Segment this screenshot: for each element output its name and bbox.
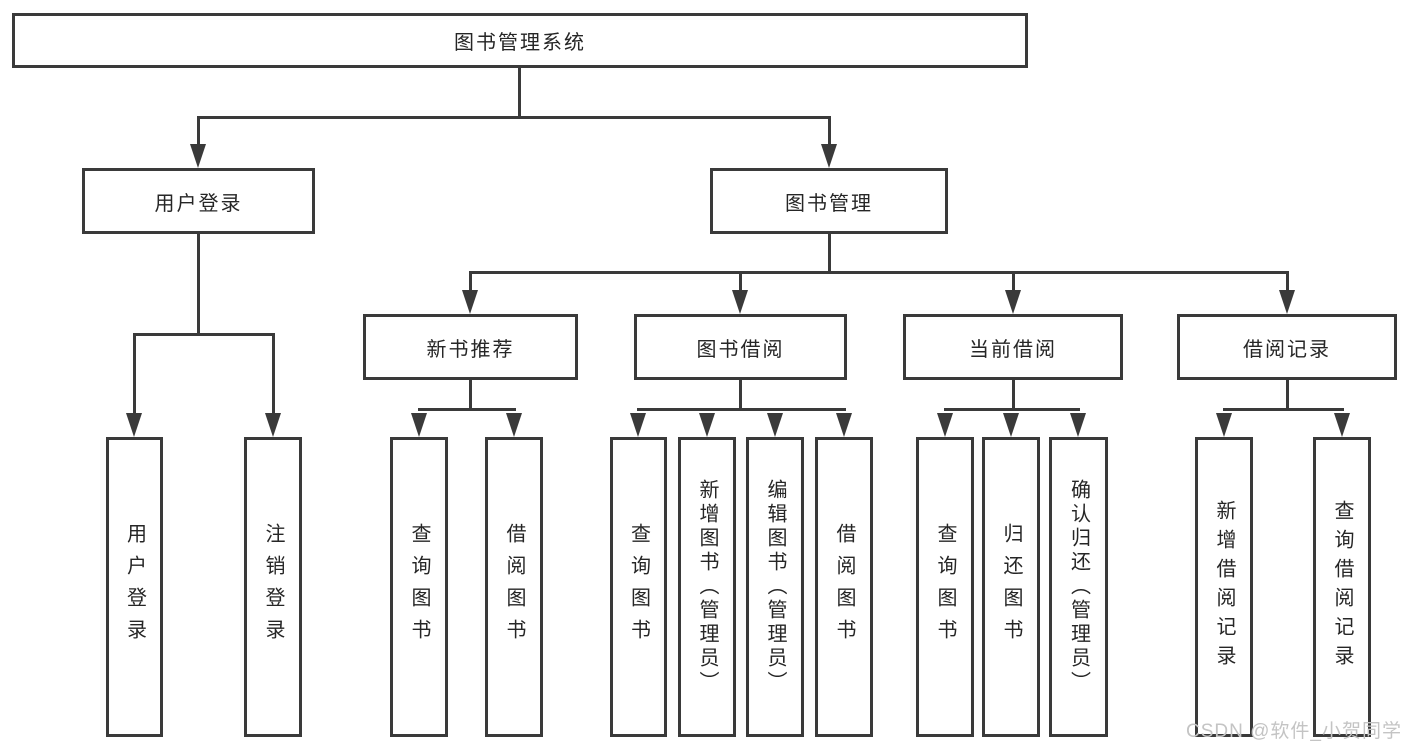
connector-current-borrowing-stem (1012, 380, 1015, 411)
arrowhead-leaf (767, 413, 783, 437)
connector-user-login-stem (197, 234, 200, 335)
leaf-logout: 注销登录 (244, 437, 302, 737)
arrowhead-to-leaf-logout (265, 413, 281, 437)
connector-to-leaf-logout (272, 333, 275, 415)
csdn-watermark: CSDN @软件_小贺同学 (1186, 721, 1402, 742)
connector-to-book-borrowing (739, 271, 742, 292)
arrowhead-leaf (1003, 413, 1019, 437)
leaf-borrowing-query-book: 查询图书 (610, 437, 667, 737)
arrowhead-leaf (1334, 413, 1350, 437)
connector-user-login-bar (133, 333, 275, 336)
leaf-records-query-record: 查询借阅记录 (1313, 437, 1371, 737)
leaf-recommend-borrow-book: 借阅图书 (485, 437, 543, 737)
connector-to-new-book-recommend (469, 271, 472, 292)
arrowhead-leaf (937, 413, 953, 437)
leaf-current-return-book: 归还图书 (982, 437, 1040, 737)
connector-to-current-borrowing (1012, 271, 1015, 292)
connector-book-management-bar (469, 271, 1289, 274)
arrowhead-leaf (506, 413, 522, 437)
leaf-borrowing-add-book: 新增图书（管理员） (678, 437, 736, 737)
connector-root-bar (197, 116, 831, 119)
arrowhead-to-current-borrowing (1005, 290, 1021, 314)
arrowhead-to-user-login (190, 144, 206, 168)
leaf-records-add-record: 新增借阅记录 (1195, 437, 1253, 737)
arrowhead-to-leaf-user-login (126, 413, 142, 437)
node-user-login: 用户登录 (82, 168, 315, 234)
node-current-borrowing: 当前借阅 (903, 314, 1123, 380)
node-book-management: 图书管理 (710, 168, 948, 234)
node-book-borrowing: 图书借阅 (634, 314, 847, 380)
connector-new-book-recommend-bar (418, 408, 516, 411)
connector-to-book-management (828, 116, 831, 146)
node-root-system: 图书管理系统 (12, 13, 1028, 68)
leaf-recommend-query-book: 查询图书 (390, 437, 448, 737)
connector-new-book-recommend-stem (469, 380, 472, 411)
arrowhead-to-new-book-recommend (462, 290, 478, 314)
node-borrow-records: 借阅记录 (1177, 314, 1397, 380)
arrowhead-to-book-borrowing (732, 290, 748, 314)
connector-book-management-stem (828, 234, 831, 274)
leaf-borrowing-edit-book: 编辑图书（管理员） (746, 437, 804, 737)
connector-to-user-login (197, 116, 200, 146)
arrowhead-leaf (411, 413, 427, 437)
leaf-user-login: 用户登录 (106, 437, 163, 737)
connector-borrow-records-bar (1223, 408, 1344, 411)
connector-to-borrow-records (1286, 271, 1289, 292)
leaf-current-confirm-return: 确认归还（管理员） (1049, 437, 1108, 737)
arrowhead-leaf (1070, 413, 1086, 437)
arrowhead-leaf (836, 413, 852, 437)
connector-book-borrowing-stem (739, 380, 742, 411)
arrowhead-leaf (630, 413, 646, 437)
arrowhead-leaf (699, 413, 715, 437)
node-new-book-recommend: 新书推荐 (363, 314, 578, 380)
connector-root-stem (518, 68, 521, 118)
leaf-current-query-book: 查询图书 (916, 437, 974, 737)
arrowhead-to-borrow-records (1279, 290, 1295, 314)
connector-borrow-records-stem (1286, 380, 1289, 411)
connector-current-borrowing-bar (944, 408, 1080, 411)
arrowhead-to-book-management (821, 144, 837, 168)
connector-to-leaf-user-login (133, 333, 136, 415)
leaf-borrowing-borrow-book: 借阅图书 (815, 437, 873, 737)
arrowhead-leaf (1216, 413, 1232, 437)
connector-book-borrowing-bar (637, 408, 846, 411)
